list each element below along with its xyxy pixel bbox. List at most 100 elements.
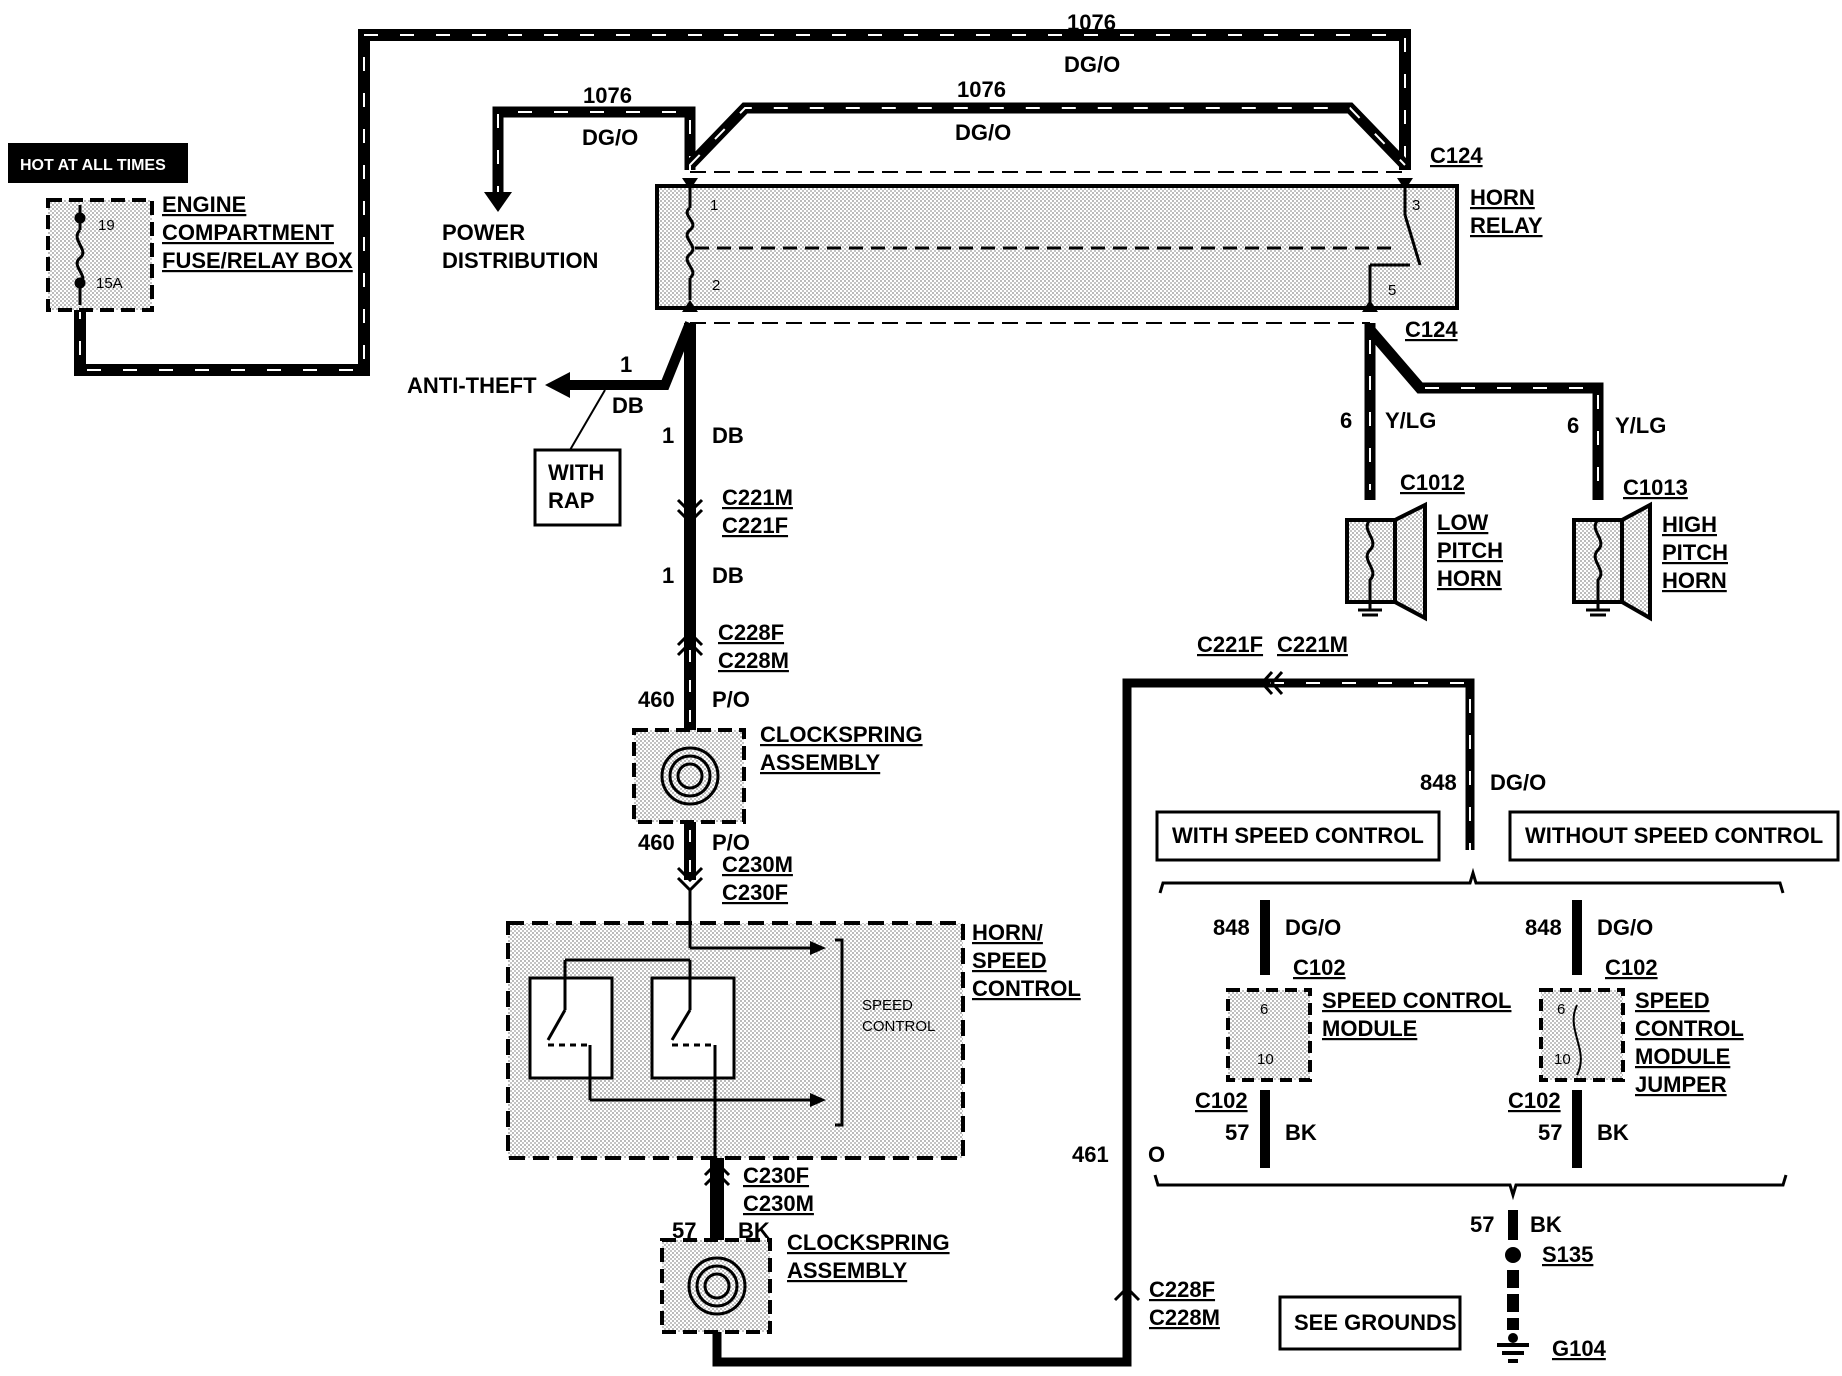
switch-arrow-top xyxy=(810,941,826,955)
with-speed-control-box xyxy=(1155,810,1441,862)
jumper-line2: CONTROL xyxy=(1635,1016,1744,1041)
clockspring-top-line2: ASSEMBLY xyxy=(760,750,881,775)
ground-g104-label: G104 xyxy=(1552,1336,1607,1361)
wire-db-color: DB xyxy=(712,423,744,448)
wire-top-color: DG/O xyxy=(1064,52,1120,77)
wire-ylg-low-color: Y/LG xyxy=(1385,408,1436,433)
without-speed-control-box xyxy=(1508,810,1840,862)
wire-left-bk-color: BK xyxy=(1285,1120,1317,1145)
wire-right-dgo-color: DG/O xyxy=(1597,915,1653,940)
wire-top-circuit: 1076 xyxy=(1067,10,1116,35)
relay-pin3-arrow xyxy=(1397,178,1413,190)
c221m-label: C221M xyxy=(722,485,793,510)
wire-dgo-circuit: 848 xyxy=(1420,770,1457,795)
wire-po-circuit: 460 xyxy=(638,687,675,712)
see-grounds-box xyxy=(1278,1295,1462,1351)
clockspring-bottom-line2: ASSEMBLY xyxy=(787,1258,908,1283)
connector-c221-right-chevrons xyxy=(1259,670,1284,696)
wire-1076-left xyxy=(484,106,696,212)
low-pitch-horn-icon xyxy=(1345,501,1427,622)
horn-relay-line2: RELAY xyxy=(1470,213,1543,238)
c221f-right-label: C221F xyxy=(1197,632,1263,657)
wire-461-color: O xyxy=(1148,1142,1165,1167)
wire-po2-circuit: 460 xyxy=(638,830,675,855)
fuse-rating: 15A xyxy=(96,275,123,292)
wire-mid-circuit: 1076 xyxy=(957,77,1006,102)
low-horn-line3: HORN xyxy=(1437,566,1502,591)
anti-theft-circuit: 1 xyxy=(620,352,632,377)
wire-db-circuit: 1 xyxy=(662,423,674,448)
with-rap-box xyxy=(533,448,622,527)
wire-db2-circuit: 1 xyxy=(662,563,674,588)
wire-db2-color: DB xyxy=(712,563,744,588)
low-horn-line2: PITCH xyxy=(1437,538,1503,563)
wire-ylg-low-circuit: 6 xyxy=(1340,408,1352,433)
wire-dgo-color: DG/O xyxy=(1490,770,1546,795)
splice-s135-dot xyxy=(1505,1247,1521,1263)
wire-bk-circuit: 57 xyxy=(672,1218,696,1243)
with-speed-control-label: WITH SPEED CONTROL xyxy=(1172,823,1424,848)
clockspring-bottom-line1: CLOCKSPRING xyxy=(787,1230,950,1255)
c228m-label: C228M xyxy=(718,648,789,673)
scm-line1: SPEED CONTROL xyxy=(1322,988,1511,1013)
horn-switch-line3: CONTROL xyxy=(972,976,1081,1001)
c221f-label: C221F xyxy=(722,513,788,538)
wire-right-bk-color: BK xyxy=(1597,1120,1629,1145)
wire-po-color: P/O xyxy=(712,687,750,712)
wire-left-color: DG/O xyxy=(582,125,638,150)
jumper-line4: JUMPER xyxy=(1635,1072,1727,1097)
without-speed-control-label: WITHOUT SPEED CONTROL xyxy=(1525,823,1823,848)
connector-c230-bottom-chevrons xyxy=(703,1160,731,1187)
ground-wire-circuit: 57 xyxy=(1470,1212,1494,1237)
speed-control-module-box xyxy=(1226,988,1312,1082)
horn-relay-line1: HORN xyxy=(1470,185,1535,210)
switch-arrow-bottom xyxy=(810,1093,826,1107)
c230m-bottom-label: C230M xyxy=(743,1191,814,1216)
hot-at-all-times-tag xyxy=(8,143,188,183)
c221m-right-label: C221M xyxy=(1277,632,1348,657)
fuse-box-line3: FUSE/RELAY BOX xyxy=(162,248,353,273)
with-rap-line1: WITH xyxy=(548,460,604,485)
relay-pin-5: 5 xyxy=(1388,282,1396,299)
with-rap-pointer xyxy=(569,389,606,451)
scm-line2: MODULE xyxy=(1322,1016,1417,1041)
relay-pin-3: 3 xyxy=(1412,197,1420,214)
relay-pin-2: 2 xyxy=(712,277,720,294)
high-horn-line2: PITCH xyxy=(1662,540,1728,565)
speed-control-jumper-box xyxy=(1539,988,1625,1082)
wire-ylg-high-color: Y/LG xyxy=(1615,413,1666,438)
brace-top xyxy=(1158,867,1785,894)
fuse-number: 19 xyxy=(98,217,115,234)
jumper-line3: MODULE xyxy=(1635,1044,1730,1069)
horn-switch-icon xyxy=(528,890,844,1160)
wire-bk-color: BK xyxy=(738,1218,770,1243)
clockspring-top-icon xyxy=(660,746,720,806)
clockspring-bottom-icon xyxy=(687,1256,747,1316)
wire-right-dgo-circuit: 848 xyxy=(1525,915,1562,940)
fuse-box xyxy=(46,198,154,312)
ground-wire-color: BK xyxy=(1530,1212,1562,1237)
c102-left-top-label: C102 xyxy=(1293,955,1346,980)
high-pitch-horn-icon xyxy=(1572,501,1652,622)
splice-s135-label: S135 xyxy=(1542,1242,1593,1267)
fuse-box-line2: COMPARTMENT xyxy=(162,220,334,245)
jumper-pin-top: 6 xyxy=(1557,1001,1565,1018)
horn-switch-line1: HORN/ xyxy=(972,920,1043,945)
horn-switch-inner-line2: CONTROL xyxy=(862,1018,935,1035)
brace-bottom xyxy=(1153,1174,1788,1201)
wire-left-circuit: 1076 xyxy=(583,83,632,108)
wire-461-circuit: 461 xyxy=(1072,1142,1109,1167)
wire-left-dgo-color: DG/O xyxy=(1285,915,1341,940)
wire-ylg xyxy=(1364,323,1604,500)
horn-switch-inner-line1: SPEED xyxy=(862,997,913,1014)
relay-pin5-arrow xyxy=(1362,300,1378,312)
wire-left-bk-circuit: 57 xyxy=(1225,1120,1249,1145)
wire-mid-color: DG/O xyxy=(955,120,1011,145)
hot-at-all-times-label: HOT AT ALL TIMES xyxy=(20,157,166,174)
c228f-label: C228F xyxy=(718,620,784,645)
ground-g104-icon xyxy=(1497,1343,1529,1363)
high-horn-line3: HORN xyxy=(1662,568,1727,593)
c1012-label: C1012 xyxy=(1400,470,1465,495)
scm-pin-bottom: 10 xyxy=(1257,1051,1274,1068)
